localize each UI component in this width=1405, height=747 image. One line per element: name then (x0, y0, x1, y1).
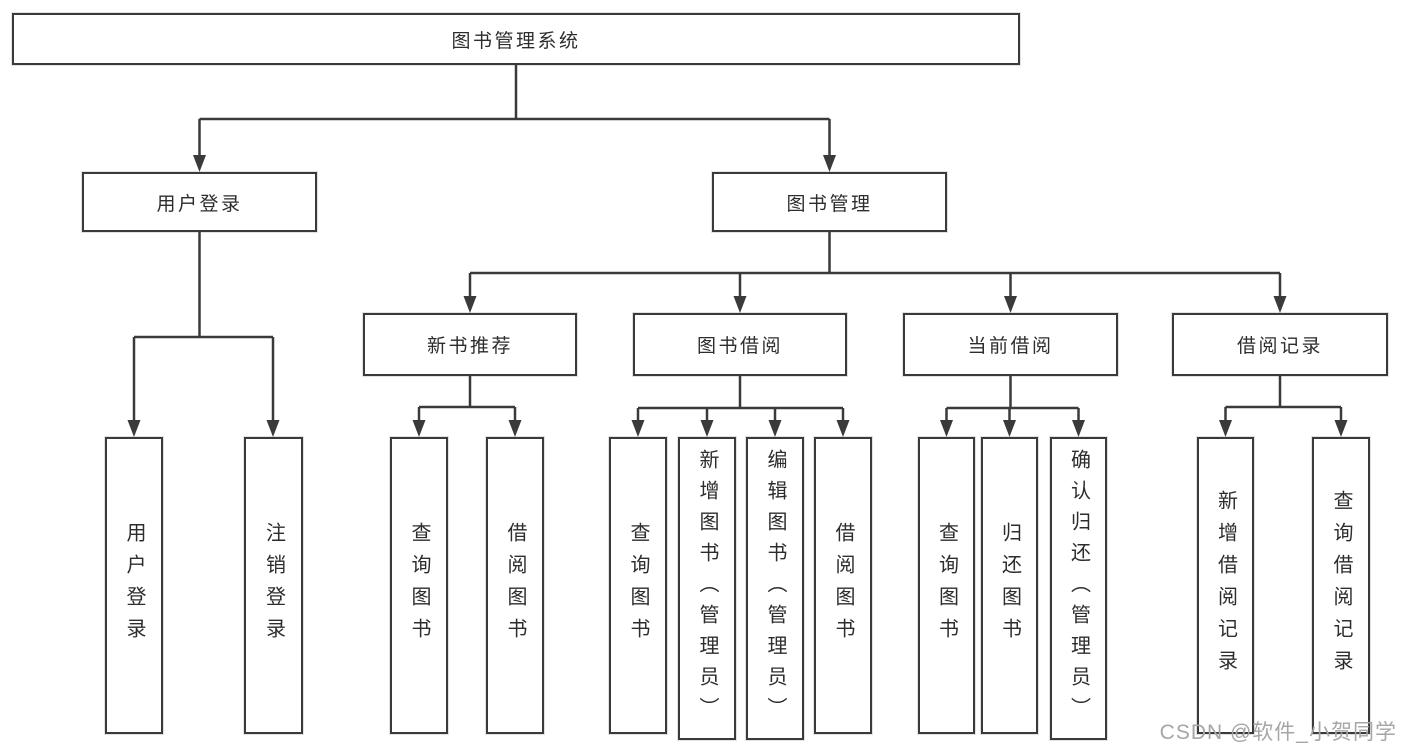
node-book-borrow: 图书借阅 (633, 313, 847, 376)
csdn-watermark: CSDN @软件_小贺同学 (1159, 721, 1397, 744)
leaf-newbook-query-books-label: 查询图书 (408, 521, 430, 650)
leaf-current-return-books: 归还图书 (981, 437, 1038, 734)
leaf-borrow-borrow-books: 借阅图书 (814, 437, 872, 734)
leaf-borrow-query-books: 查询图书 (609, 437, 667, 734)
leaf-newbook-query-books: 查询图书 (390, 437, 448, 734)
leaf-logout-label: 注销登录 (262, 521, 285, 650)
node-book-management-label: 图书管理 (786, 193, 873, 215)
leaf-user-login: 用户登录 (105, 437, 163, 734)
leaf-records-query-record-label: 查询借阅记录 (1330, 489, 1352, 682)
leaf-current-query-books: 查询图书 (918, 437, 975, 734)
node-current-borrow-label: 当前借阅 (967, 336, 1054, 357)
node-book-management: 图书管理 (712, 172, 947, 232)
node-borrow-records: 借阅记录 (1172, 313, 1388, 376)
node-root-label: 图书管理系统 (451, 30, 581, 52)
leaf-newbook-borrow-books-label: 借阅图书 (504, 521, 526, 650)
leaf-borrow-query-books-label: 查询图书 (627, 521, 649, 650)
leaf-user-login-label: 用户登录 (123, 521, 145, 650)
leaf-current-confirm-return-admin-label: 确认归还（管理员） (1067, 449, 1090, 728)
node-user-login-module: 用户登录 (82, 172, 317, 232)
leaf-newbook-borrow-books: 借阅图书 (486, 437, 544, 734)
leaf-borrow-edit-books-admin: 编辑图书（管理员） (746, 437, 804, 740)
node-user-login-module-label: 用户登录 (156, 193, 243, 215)
leaf-records-query-record: 查询借阅记录 (1312, 437, 1370, 734)
node-book-borrow-label: 图书借阅 (696, 336, 783, 357)
leaf-borrow-borrow-books-label: 借阅图书 (832, 521, 854, 650)
node-current-borrow: 当前借阅 (903, 313, 1118, 376)
leaf-borrow-add-books-admin-label: 新增图书（管理员） (696, 449, 718, 728)
node-new-book-recommend-label: 新书推荐 (426, 336, 513, 357)
leaf-current-confirm-return-admin: 确认归还（管理员） (1050, 437, 1107, 740)
leaf-logout: 注销登录 (244, 437, 303, 734)
leaf-borrow-add-books-admin: 新增图书（管理员） (678, 437, 736, 740)
leaf-current-query-books-label: 查询图书 (935, 521, 958, 650)
leaf-current-return-books-label: 归还图书 (998, 521, 1021, 650)
node-borrow-records-label: 借阅记录 (1236, 336, 1323, 357)
node-root: 图书管理系统 (12, 13, 1020, 65)
leaf-borrow-edit-books-admin-label: 编辑图书（管理员） (764, 449, 786, 728)
node-new-book-recommend: 新书推荐 (363, 313, 577, 376)
leaf-records-add-record: 新增借阅记录 (1197, 437, 1254, 734)
leaf-records-add-record-label: 新增借阅记录 (1214, 489, 1237, 682)
